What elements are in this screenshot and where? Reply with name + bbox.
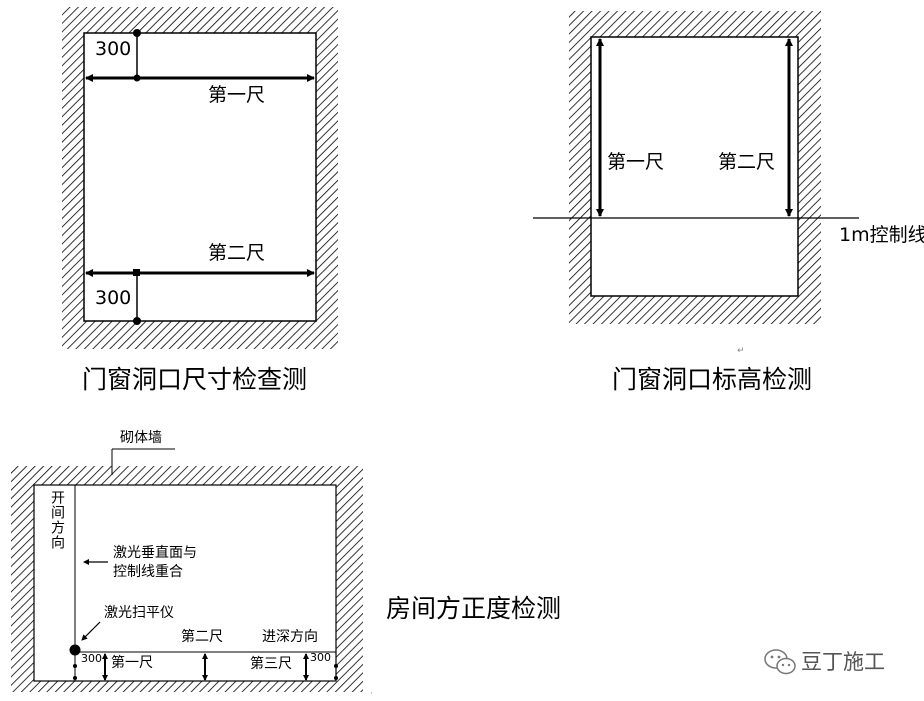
laser-level-device <box>69 644 81 656</box>
laser-plane-note-line1: 激光垂直面与 <box>113 545 197 561</box>
ruler-label-1: 第一尺 <box>111 655 153 671</box>
ruler-label-2: 第二尺 <box>208 242 266 264</box>
brand-watermark: 豆丁施工 <box>763 646 885 676</box>
ruler-label-3: 第三尺 <box>250 656 292 672</box>
opening-size-diagram <box>62 7 338 349</box>
laser-plane-note-line2: 控制线重合 <box>113 564 183 580</box>
ruler-label-1: 第一尺 <box>208 84 266 106</box>
measure-point <box>133 317 141 325</box>
brand-name: 豆丁施工 <box>801 650 885 674</box>
opening-elevation-diagram: ↵ <box>533 11 859 356</box>
note-arrow <box>81 621 101 641</box>
open-direction-label: 开间方向 <box>49 490 65 550</box>
caption-opening-size: 门窗洞口尺寸检查测 <box>82 365 308 394</box>
control-line-label: 1m控制线 <box>839 224 924 246</box>
measure-point <box>334 664 338 668</box>
dimension-label-left: 300 <box>81 652 102 665</box>
opening-outline <box>590 36 799 297</box>
stray-mark: ↵ <box>737 346 745 356</box>
measure-point <box>73 676 77 680</box>
laser-level-label: 激光扫平仪 <box>104 605 174 621</box>
measure-point <box>133 269 140 276</box>
room-squareness-diagram: · <box>11 448 373 699</box>
measure-point <box>73 664 77 668</box>
dimension-label-right: 300 <box>310 651 331 664</box>
depth-direction-label: 进深方向 <box>262 629 318 645</box>
room-outline <box>33 484 337 682</box>
opening-outline <box>83 32 317 322</box>
measure-point <box>133 29 141 37</box>
ruler-label-2: 第二尺 <box>718 151 776 173</box>
caption-opening-elevation: 门窗洞口标高检测 <box>612 365 813 394</box>
dimension-label-bottom: 300 <box>95 287 132 309</box>
stray-mark: · <box>370 689 373 699</box>
caption-room-squareness: 房间方正度检测 <box>386 594 562 623</box>
wall-label: 砌体墙 <box>120 430 162 446</box>
measure-point <box>334 676 338 680</box>
dimension-label-top: 300 <box>95 38 132 60</box>
wechat-icon <box>764 649 796 675</box>
ruler-label-2: 第二尺 <box>181 629 223 645</box>
ruler-label-1: 第一尺 <box>607 151 665 173</box>
